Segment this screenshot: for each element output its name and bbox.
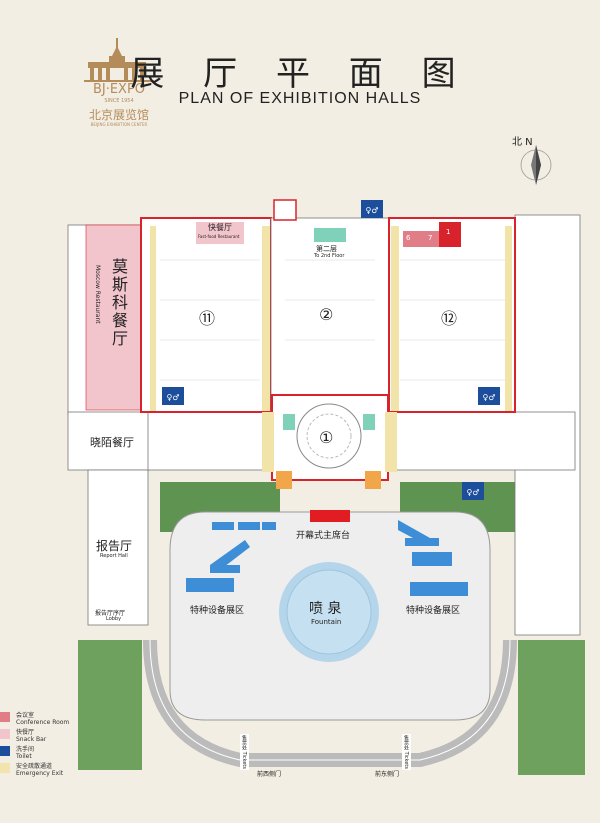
opening-rostrum: [310, 510, 350, 522]
gate-west-label: 前西侧门: [257, 771, 282, 778]
moscow-restaurant: [85, 224, 142, 411]
fountain-label-cn: 喷 泉: [309, 601, 342, 617]
conference-room-6: [403, 231, 423, 247]
truck-icon: [412, 552, 452, 566]
snack-bar-label-cn: 快餐厅: [208, 223, 232, 232]
logo-since: SINCE 1954: [104, 98, 134, 104]
moscow-label-en: Moscow Restaurant: [94, 265, 101, 324]
stairs-2nd-floor: [314, 228, 346, 242]
toilet-icon: ♀♂: [478, 387, 500, 405]
ticket-left-label: 售票处 Tickets: [240, 734, 249, 770]
hall-12-block: [388, 217, 516, 413]
stairs-hall-1-right: [363, 414, 375, 430]
legend-exit-icon: [0, 763, 10, 773]
svg-text:♀♂: ♀♂: [466, 488, 479, 497]
stairs-hall-1-left: [283, 414, 295, 430]
logo-name-en: BEIJING EXHIBITION CENTER: [90, 122, 148, 127]
hall-11-label: ⑪: [199, 309, 216, 328]
moscow-label-cn: 莫斯科餐厅: [109, 258, 128, 348]
tanker-icon: [186, 578, 234, 592]
lobby-label-en: Lobby: [106, 616, 122, 622]
bjexpo-logo: BJ·EXPO SINCE 1954 北京展览馆 BEIJING EXHIBIT…: [76, 34, 162, 134]
east-corridor: [394, 411, 576, 471]
special-equipment-left: 特种设备展区: [190, 606, 245, 616]
hall-12-label: ⑫: [441, 309, 458, 328]
toilet-icon: ♀♂: [162, 387, 184, 405]
toilet-icon: ♀♂: [361, 200, 383, 218]
lawn-bottom-left: [78, 640, 142, 770]
west-link: [147, 411, 271, 471]
svg-text:♀♂: ♀♂: [365, 206, 378, 215]
conference-room-7: [423, 231, 439, 247]
hall-2-tower: [273, 199, 297, 221]
lobby-label-cn: 报告厅序厅: [95, 610, 126, 617]
compass-icon: [520, 145, 552, 185]
room-6-label: 6: [406, 234, 411, 242]
legend-en: Emergency Exit: [16, 770, 64, 777]
report-hall-label-cn: 报告厅: [96, 539, 133, 553]
legend-swatch-snack: [0, 729, 10, 739]
legend-cn: 洗手间: [16, 746, 35, 753]
emergency-corridor: [262, 412, 274, 472]
hall-2-block: [270, 217, 390, 413]
emergency-corridor: [505, 226, 512, 411]
fountain-label-en: Fountain: [311, 618, 342, 626]
snack-bar-label-en: Fast-food Restaurant: [198, 234, 240, 239]
emergency-corridor: [262, 226, 270, 411]
entrance-booth: [365, 471, 381, 489]
legend-cn: 安全疏散通道: [16, 763, 53, 770]
truck-icon: [212, 522, 234, 530]
emergency-corridor: [391, 226, 399, 411]
page-title-cn: 展 厅 平 面 图: [130, 54, 470, 94]
legend-item-toilet: 洗手间 Toilet: [0, 746, 35, 760]
page-title-en: PLAN OF EXHIBITION HALLS: [178, 90, 422, 107]
hall-grid: [160, 259, 505, 381]
equipment-icons: [186, 520, 468, 596]
logo-name-cn: 北京展览馆: [88, 108, 149, 122]
hall-2-label: ②: [319, 305, 334, 324]
report-hall-label-en: Report Hall: [100, 553, 128, 559]
fountain: [279, 562, 379, 662]
emergency-corridor: [150, 226, 156, 411]
legend-item-conference: 会议室 Conference Room: [0, 712, 70, 726]
ticket-right-label: 售票处 Tickets: [402, 734, 411, 770]
bus-icon: [262, 522, 276, 530]
gate-east-label: 前东侧门: [375, 771, 400, 778]
crane-icon: [210, 540, 250, 570]
lawn-bottom-right: [518, 640, 585, 775]
legend-toilet-icon: [0, 746, 10, 756]
truck-icon: [238, 522, 260, 530]
legend-cn: 会议室: [16, 712, 35, 719]
svg-text:♀♂: ♀♂: [166, 393, 179, 402]
floor2-label-en: To 2nd Floor: [314, 253, 345, 259]
emergency-corridor: [385, 412, 397, 472]
svg-text:♀♂: ♀♂: [482, 393, 495, 402]
room-1-label: 1: [446, 228, 451, 236]
hall-1-dome: [296, 403, 362, 469]
report-hall-building: [87, 469, 149, 626]
legend-item-exit: 安全疏散通道 Emergency Exit: [0, 763, 64, 777]
floor2-label-cn: 第二层: [316, 245, 337, 253]
special-equipment-right: 特种设备展区: [406, 606, 461, 616]
legend-en: Snack Bar: [16, 736, 47, 743]
entrance-booth: [276, 471, 292, 489]
rostrum-label: 开幕式主席台: [296, 531, 351, 541]
room-7-label: 7: [428, 234, 433, 242]
xiaomo-label: 晓陌餐厅: [90, 436, 134, 449]
legend-cn: 快餐厅: [16, 729, 35, 736]
snack-bar-room: [196, 222, 244, 244]
legend-swatch-conference: [0, 712, 10, 722]
legend-item-snack: 快餐厅 Snack Bar: [0, 729, 47, 743]
logo-building-icon: [84, 38, 154, 82]
logo-text: BJ·EXPO: [92, 82, 146, 97]
conference-room-1: [439, 222, 461, 247]
legend-en: Conference Room: [16, 719, 70, 726]
toilet-icon: ♀♂: [462, 482, 484, 500]
legend-en: Toilet: [16, 753, 32, 760]
hall-1-label: ①: [319, 428, 334, 447]
compass-label: 北 N: [512, 137, 533, 148]
bus-icon: [410, 582, 468, 596]
